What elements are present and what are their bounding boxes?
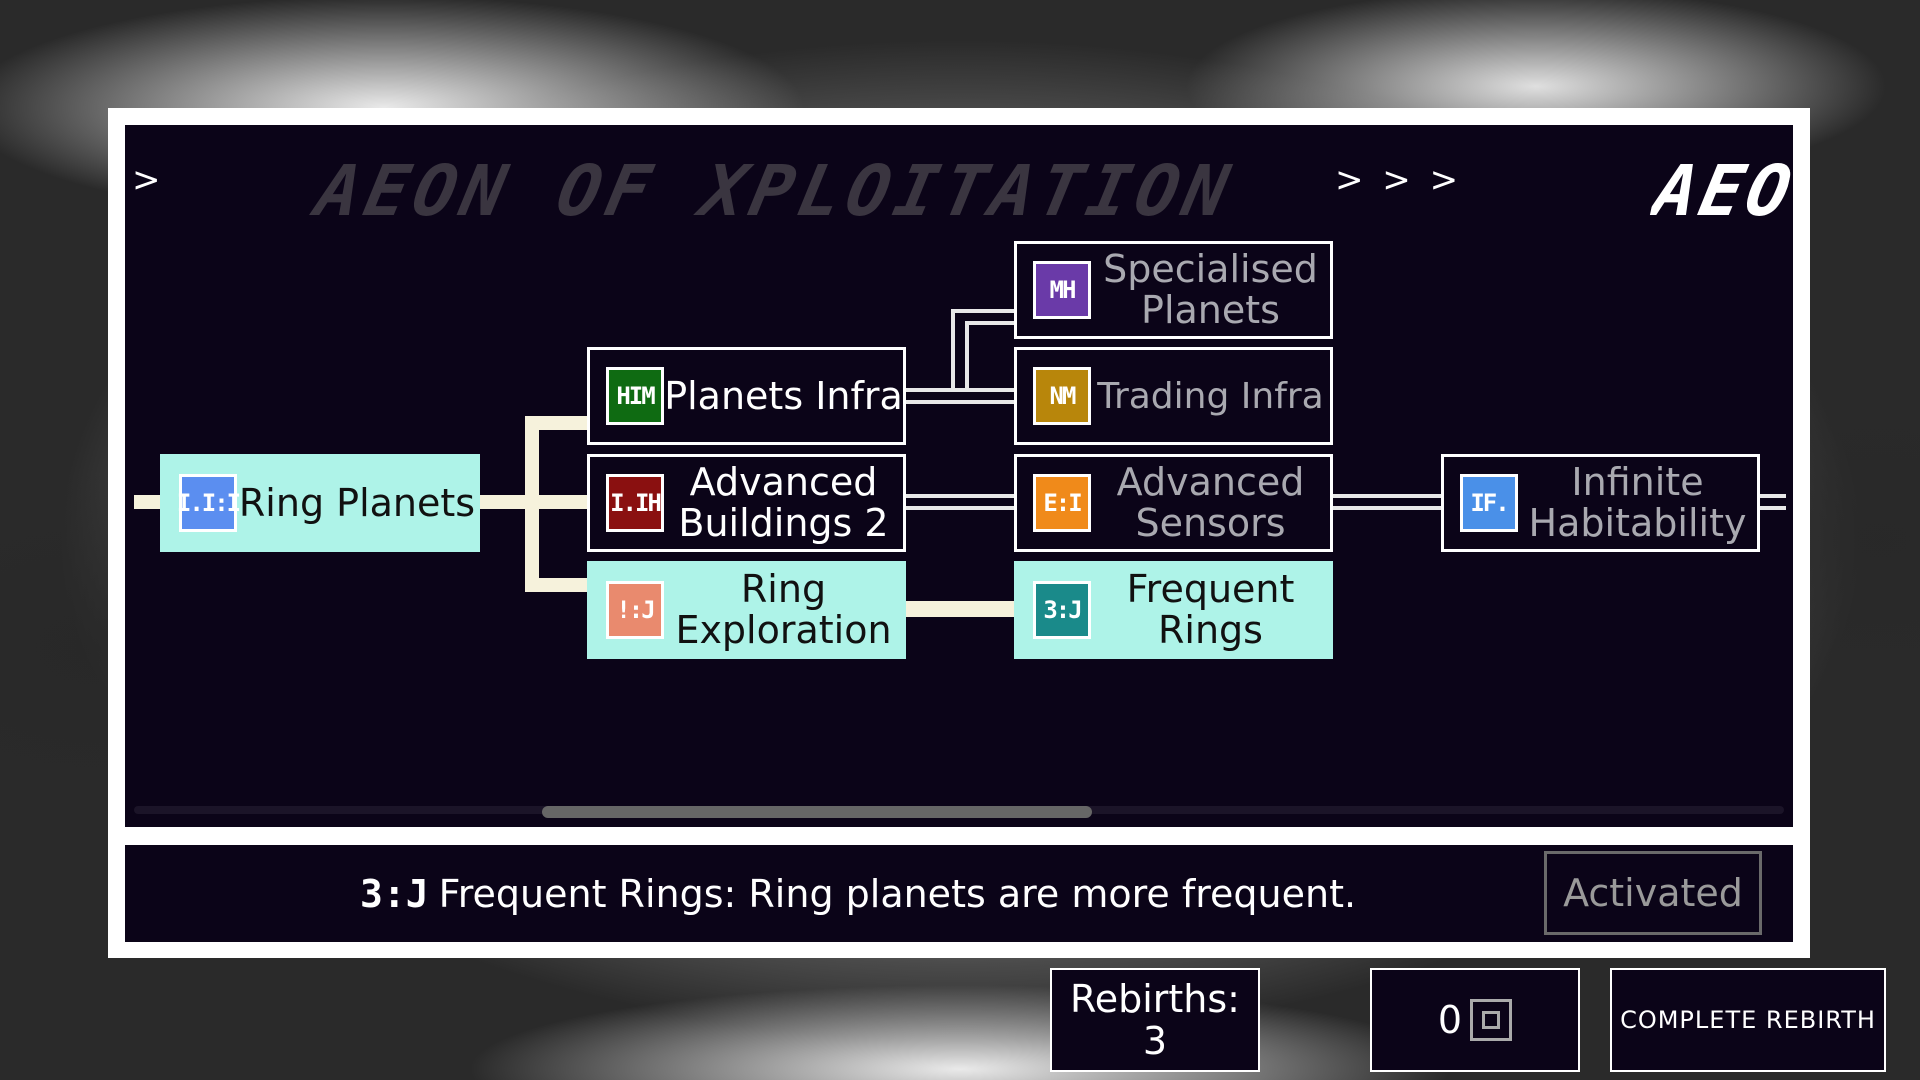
connector (904, 400, 1016, 404)
description-panel (122, 842, 1796, 945)
tech-node-advanced-sensors[interactable]: E:I Advanced Sensors (1014, 454, 1333, 552)
tech-node-label: Ring Exploration (675, 567, 892, 652)
activated-button[interactable]: Activated (1544, 851, 1762, 935)
connector (525, 416, 589, 430)
connector (965, 321, 1016, 325)
connector (904, 388, 1016, 392)
connector (904, 494, 1016, 498)
advanced-sensors-icon: E:I (1033, 474, 1091, 532)
tech-node-infinite-habitability[interactable]: IF. Infinite Habitability (1441, 454, 1760, 552)
connector (1758, 494, 1786, 498)
rebirth-points-value: 0 (1437, 998, 1463, 1042)
rebirth-points-display: 0 (1370, 968, 1580, 1072)
specialised-planets-icon: MH (1033, 261, 1091, 319)
connector (1332, 494, 1442, 498)
connector (134, 495, 162, 509)
tech-node-trading-infra[interactable]: NM Trading Infra (1014, 347, 1333, 445)
tech-node-advanced-buildings-2[interactable]: I.IH Advanced Buildings 2 (587, 454, 906, 552)
connector (525, 578, 589, 592)
ring-planets-icon: I.I:I (177, 474, 241, 532)
rebirth-point-icon (1470, 999, 1513, 1041)
tech-node-label: Frequent Rings (1126, 567, 1295, 652)
horizontal-scrollbar-thumb[interactable] (542, 806, 1092, 818)
next-era-title: AEO (1646, 150, 1796, 232)
connector (951, 309, 1016, 313)
tech-node-planets-infra[interactable]: HIM Planets Infra (587, 347, 906, 445)
rebirths-value: 3 (1142, 1019, 1168, 1063)
connector (1758, 506, 1786, 510)
tech-node-label: Advanced Buildings 2 (678, 460, 889, 545)
connector (1332, 506, 1442, 510)
frequent-rings-icon: 3:J (1033, 581, 1091, 639)
tech-node-frequent-rings[interactable]: 3:J Frequent Rings (1014, 561, 1333, 659)
planets-infra-icon: HIM (606, 367, 664, 425)
infinite-habitability-icon: IF. (1460, 474, 1518, 532)
connector (904, 601, 1016, 617)
frequent-rings-icon: 3:J (360, 872, 429, 916)
rebirths-counter: Rebirths: 3 (1050, 968, 1260, 1072)
previous-era-arrow[interactable]: > (132, 160, 161, 200)
next-era-arrows[interactable]: > > > (1335, 160, 1463, 200)
description-text: Frequent Rings: Ring planets are more fr… (438, 872, 1357, 916)
tech-node-label: Infinite Habitability (1528, 460, 1747, 545)
trading-infra-icon: NM (1033, 367, 1091, 425)
tech-node-label: Specialised Planets (1103, 247, 1318, 332)
rebirths-label: Rebirths: (1070, 977, 1240, 1021)
tech-node-label: Trading Infra (1097, 375, 1324, 417)
tech-node-ring-planets[interactable]: I.I:I Ring Planets (160, 454, 480, 552)
tech-node-label: Planets Infra (664, 373, 903, 418)
tech-node-specialised-planets[interactable]: MH Specialised Planets (1014, 241, 1333, 339)
tech-node-ring-exploration[interactable]: !:J Ring Exploration (587, 561, 906, 659)
connector (525, 416, 539, 592)
ring-exploration-icon: !:J (606, 581, 664, 639)
tech-node-label: Ring Planets (238, 480, 476, 525)
advanced-buildings-icon: I.IH (606, 474, 664, 532)
era-title: AEON OF XPLOITATION (309, 150, 1242, 232)
tech-node-label: Advanced Sensors (1116, 460, 1305, 545)
connector (951, 309, 955, 392)
connector (904, 506, 1016, 510)
complete-rebirth-button[interactable]: COMPLETE REBIRTH (1610, 968, 1886, 1072)
connector (965, 321, 969, 392)
